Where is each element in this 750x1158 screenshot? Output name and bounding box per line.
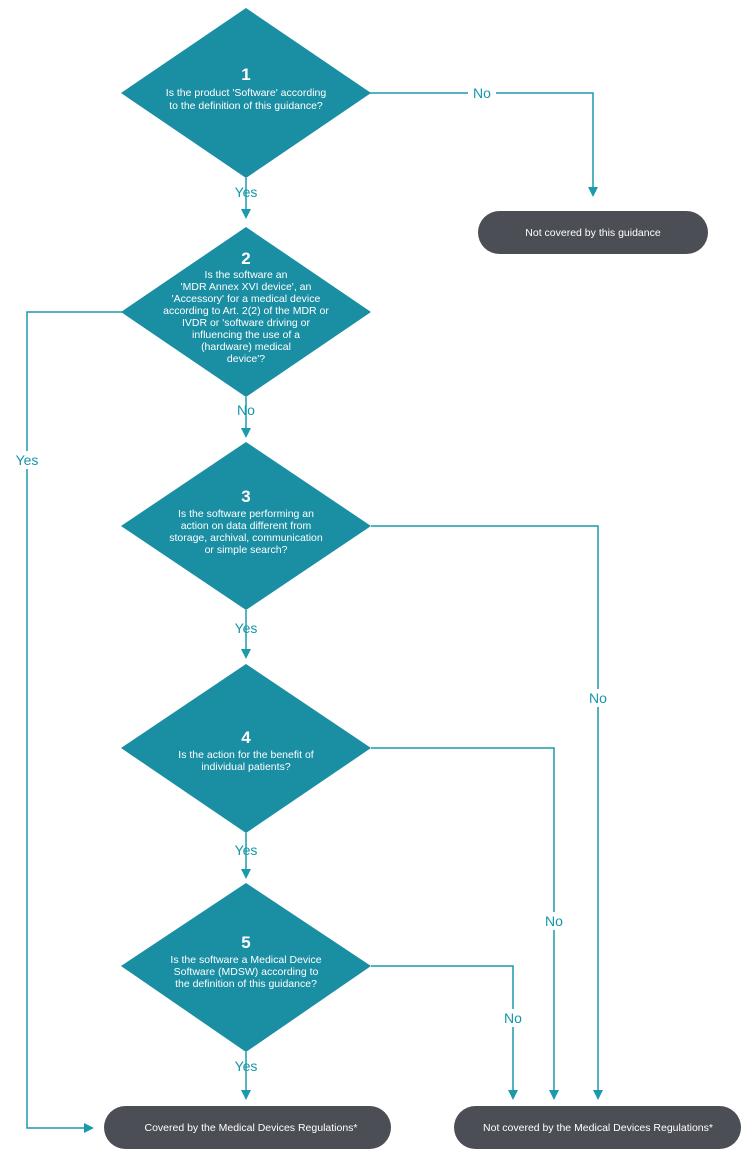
outcome-not-covered-mdr-shape bbox=[454, 1106, 741, 1149]
decision-q2-line-4: according to Art. 2(2) of the MDR or bbox=[163, 305, 329, 317]
decision-q5-shape bbox=[121, 883, 371, 1052]
edge-label-bg-q5-no bbox=[499, 1009, 527, 1027]
decision-q1: 1 Is the product 'Software' according to… bbox=[121, 8, 371, 178]
decision-q5-line-3: the definition of this guidance? bbox=[175, 978, 317, 990]
decision-q1-shape bbox=[121, 8, 371, 178]
decision-q4: 4 Is the action for the benefit of indiv… bbox=[121, 664, 371, 833]
outcome-not-covered-mdr: Not covered by the Medical Devices Regul… bbox=[454, 1106, 741, 1149]
decision-q1-number: 1 bbox=[241, 65, 250, 84]
decision-q5: 5 Is the software a Medical Device Softw… bbox=[121, 883, 371, 1052]
decision-q2-line-7: (hardware) medical bbox=[201, 341, 291, 353]
edge-label-q5-no: No bbox=[504, 1010, 522, 1026]
outcome-not-covered-guidance-label: Not covered by this guidance bbox=[525, 227, 661, 239]
edge-label-bg-q4-no bbox=[540, 912, 568, 930]
decision-q3-line-2: action on data different from bbox=[181, 520, 312, 532]
decision-q2-line-8: device'? bbox=[227, 353, 265, 365]
connectors bbox=[26, 92, 603, 1133]
edge-label-q5-yes: Yes bbox=[235, 1058, 258, 1074]
edge-label-q3-yes: Yes bbox=[235, 620, 258, 636]
edge-label-bg-q1-no bbox=[468, 84, 496, 102]
decision-q3-number: 3 bbox=[241, 487, 250, 506]
outcome-covered-mdr: Covered by the Medical Devices Regulatio… bbox=[104, 1106, 391, 1149]
decision-q2-line-2: 'MDR Annex XVI device', an bbox=[181, 281, 312, 293]
decision-q4-shape bbox=[121, 664, 371, 833]
edge-label-q4-yes: Yes bbox=[235, 842, 258, 858]
decision-q3: 3 Is the software performing an action o… bbox=[121, 442, 371, 610]
decision-q1-line-2: to the definition of this guidance? bbox=[169, 100, 323, 112]
decision-q4-line-1: Is the action for the benefit of bbox=[178, 749, 314, 761]
decision-q5-line-2: Software (MDSW) according to bbox=[174, 966, 319, 978]
decision-q2-line-6: influencing the use of a bbox=[192, 329, 300, 341]
decision-q3-line-3: storage, archival, communication bbox=[169, 532, 323, 544]
decision-q5-number: 5 bbox=[241, 933, 250, 952]
edge-label-q1-yes: Yes bbox=[235, 184, 258, 200]
decision-q2-line-3: 'Accessory' for a medical device bbox=[172, 293, 321, 305]
edge-label-q2-no: No bbox=[237, 402, 255, 418]
edge-label-bg-q3-no bbox=[584, 689, 612, 707]
decision-q3-shape bbox=[121, 442, 371, 610]
edge-q4-no bbox=[371, 747, 559, 1100]
outcome-covered-mdr-shape bbox=[104, 1106, 391, 1149]
decision-q2-shape bbox=[121, 227, 371, 397]
decision-q3-line-4: or simple search? bbox=[205, 544, 288, 556]
edge-q1-no bbox=[361, 92, 598, 197]
decision-q5-line-1: Is the software a Medical Device bbox=[170, 954, 321, 966]
edge-q3-no bbox=[371, 525, 603, 1100]
outcome-not-covered-guidance-shape bbox=[478, 211, 708, 254]
edge-label-q3-no: No bbox=[589, 690, 607, 706]
edge-label-q2-yes: Yes bbox=[16, 452, 39, 468]
decision-q2: 2 Is the software an 'MDR Annex XVI devi… bbox=[121, 227, 371, 397]
edge-label-q4-no: No bbox=[545, 913, 563, 929]
decision-q2-line-5: IVDR or 'software driving or bbox=[182, 317, 311, 329]
outcome-not-covered-guidance: Not covered by this guidance bbox=[478, 211, 708, 254]
outcome-covered-mdr-label: Covered by the Medical Devices Regulatio… bbox=[144, 1122, 357, 1134]
decision-q2-line-1: Is the software an bbox=[205, 269, 288, 281]
edge-q2-yes bbox=[26, 311, 123, 1133]
decision-q4-number: 4 bbox=[241, 728, 251, 747]
edge-q5-no bbox=[371, 965, 518, 1100]
edge-label-q1-no: No bbox=[473, 85, 491, 101]
outcome-not-covered-mdr-label: Not covered by the Medical Devices Regul… bbox=[483, 1122, 713, 1134]
decision-q3-line-1: Is the software performing an bbox=[178, 508, 314, 520]
edge-label-bg-q2-yes bbox=[12, 451, 42, 469]
decision-q1-line-1: Is the product 'Software' according bbox=[166, 87, 327, 99]
decision-q2-number: 2 bbox=[241, 249, 250, 268]
decision-q4-line-2: individual patients? bbox=[201, 761, 290, 773]
